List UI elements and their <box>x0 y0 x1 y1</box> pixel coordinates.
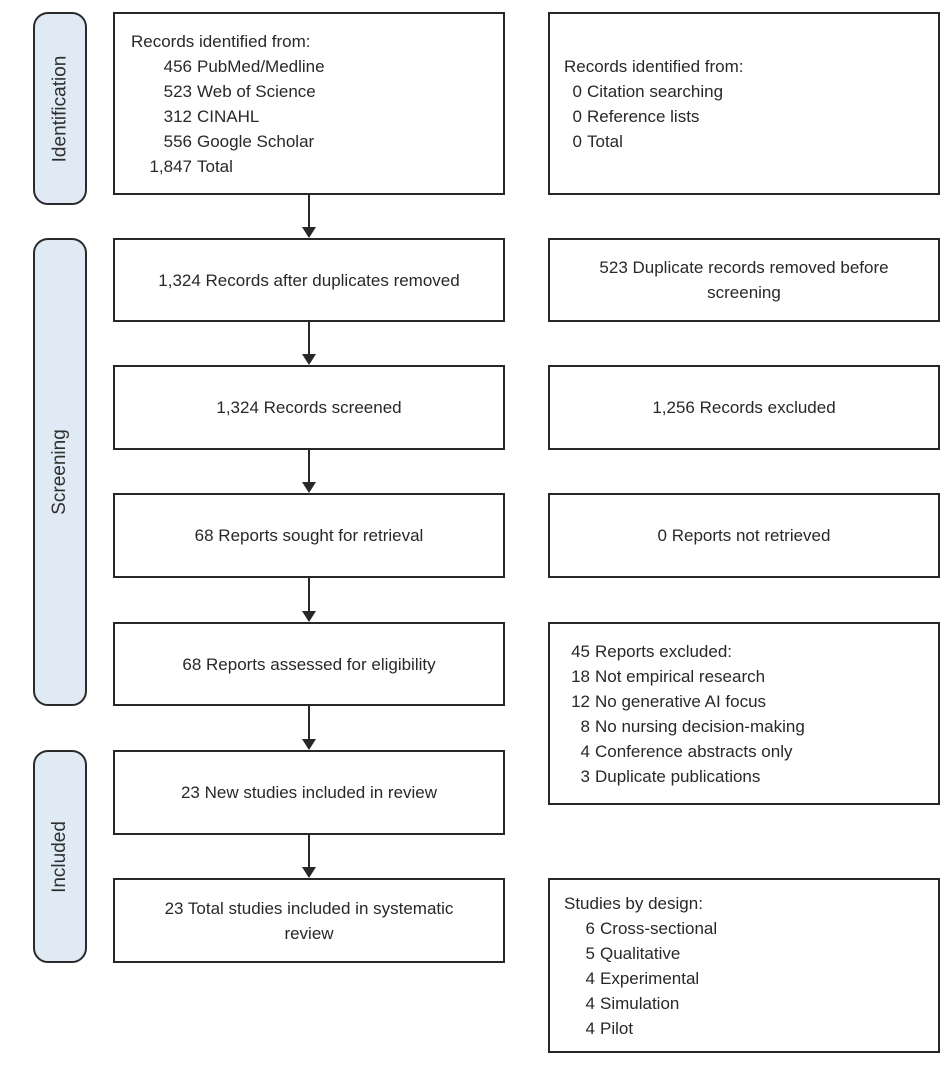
item-count: 4 <box>585 993 595 1013</box>
box-text: 0 Reports not retrieved <box>657 526 831 545</box>
item-count: 3 <box>580 766 590 786</box>
box-total-studies-included: 23 Total studies included in systematic … <box>113 878 505 963</box>
stage-identification-label: Identification <box>49 55 70 162</box>
list-item: 5 Qualitative <box>564 941 924 966</box>
box-text: 23 New studies included in review <box>180 783 438 802</box>
list-item: 4 Simulation <box>564 991 924 1016</box>
item-label: Simulation <box>600 993 680 1013</box>
item-count: 6 <box>585 918 595 938</box>
list-item: 556 Google Scholar <box>131 129 489 154</box>
item-count: 0 <box>572 106 582 126</box>
list-item: 6 Cross-sectional <box>564 916 924 941</box>
stage-included: Included <box>33 750 87 963</box>
list-item: 8 No nursing decision-making <box>568 714 924 739</box>
item-label: Reference lists <box>587 106 700 126</box>
arrow-down-icon <box>302 835 316 878</box>
box-text: 68 Reports sought for retrieval <box>194 526 424 545</box>
item-label: Conference abstracts only <box>595 741 793 761</box>
list-item: 456 PubMed/Medline <box>131 54 489 79</box>
arrow-down-icon <box>302 322 316 365</box>
item-label: Citation searching <box>587 81 724 101</box>
item-count: 556 <box>163 131 192 151</box>
arrow-down-icon <box>302 450 316 493</box>
arrow-down-icon <box>302 195 316 238</box>
item-count: 0 <box>572 131 582 151</box>
box-reports-assessed: 68 Reports assessed for eligibility <box>113 622 505 706</box>
box-records-excluded: 1,256 Records excluded <box>548 365 940 450</box>
item-label: Total <box>587 131 623 151</box>
list-item: 4 Pilot <box>564 1016 924 1041</box>
box-duplicates-removed: 523 Duplicate records removed before scr… <box>548 238 940 322</box>
arrow-down-icon <box>302 706 316 750</box>
box-reports-sought: 68 Reports sought for retrieval <box>113 493 505 578</box>
box-text: 1,256 Records excluded <box>652 398 836 417</box>
list-item: 523 Web of Science <box>131 79 489 104</box>
stage-screening-label: Screening <box>49 429 70 515</box>
item-label: Duplicate publications <box>595 766 761 786</box>
item-count: 4 <box>585 968 595 988</box>
item-label: PubMed/Medline <box>197 56 325 76</box>
box-text: 23 Total studies included in systematic … <box>164 898 454 943</box>
item-count: 45 <box>571 641 590 661</box>
item-label: Web of Science <box>197 81 316 101</box>
box-heading: Records identified from: <box>564 56 744 76</box>
box-records-screened: 1,324 Records screened <box>113 365 505 450</box>
list-item: 0 Reference lists <box>564 104 924 129</box>
list-item: 4 Conference abstracts only <box>568 739 924 764</box>
item-count: 18 <box>571 666 590 686</box>
box-heading: Records identified from: <box>131 31 311 51</box>
item-label: No generative AI focus <box>595 691 767 711</box>
item-label: Pilot <box>600 1018 634 1038</box>
item-count: 4 <box>585 1018 595 1038</box>
item-count: 312 <box>163 106 192 126</box>
list-item: 3 Duplicate publications <box>568 764 924 789</box>
list-item: 12 No generative AI focus <box>568 689 924 714</box>
list-item: 45 Reports excluded: <box>568 639 924 664</box>
arrow-down-icon <box>302 578 316 622</box>
list-item: 0 Total <box>564 129 924 154</box>
item-label: Not empirical research <box>595 666 766 686</box>
stage-identification: Identification <box>33 12 87 205</box>
item-label: Experimental <box>600 968 700 988</box>
box-heading: Studies by design: <box>564 893 703 913</box>
box-text: 68 Reports assessed for eligibility <box>182 654 436 674</box>
box-studies-by-design: Studies by design: 6 Cross-sectional 5 Q… <box>548 878 940 1053</box>
item-count: 0 <box>572 81 582 101</box>
item-count: 456 <box>163 56 192 76</box>
item-count: 4 <box>580 741 590 761</box>
stage-screening: Screening <box>33 238 87 706</box>
item-count: 1,847 <box>149 156 192 176</box>
item-count: 523 <box>163 81 192 101</box>
box-records-after-duplicates: 1,324 Records after duplicates removed <box>113 238 505 322</box>
item-label: No nursing decision-making <box>595 716 805 736</box>
box-text: 1,324 Records after duplicates removed <box>158 270 460 290</box>
item-label: Qualitative <box>600 943 681 963</box>
box-records-identified-other: Records identified from: 0 Citation sear… <box>548 12 940 195</box>
list-item: 0 Citation searching <box>564 79 924 104</box>
list-item: 1,847 Total <box>131 154 489 179</box>
list-item: 18 Not empirical research <box>568 664 924 689</box>
item-label: Cross-sectional <box>600 918 718 938</box>
box-reports-excluded-reasons: 45 Reports excluded: 18 Not empirical re… <box>548 622 940 805</box>
item-label: Reports excluded: <box>595 641 733 661</box>
item-label: Total <box>197 156 233 176</box>
box-records-identified-databases: Records identified from: 456 PubMed/Medl… <box>113 12 505 195</box>
box-new-studies-included: 23 New studies included in review <box>113 750 505 835</box>
item-label: CINAHL <box>197 106 260 126</box>
item-count: 5 <box>585 943 595 963</box>
box-text: 523 Duplicate records removed before scr… <box>599 258 889 302</box>
list-item: 4 Experimental <box>564 966 924 991</box>
stage-included-label: Included <box>49 820 70 893</box>
item-count: 12 <box>571 691 590 711</box>
box-reports-not-retrieved: 0 Reports not retrieved <box>548 493 940 578</box>
list-item: 312 CINAHL <box>131 104 489 129</box>
item-count: 8 <box>580 716 590 736</box>
box-text: 1,324 Records screened <box>216 398 402 417</box>
item-label: Google Scholar <box>197 131 315 151</box>
